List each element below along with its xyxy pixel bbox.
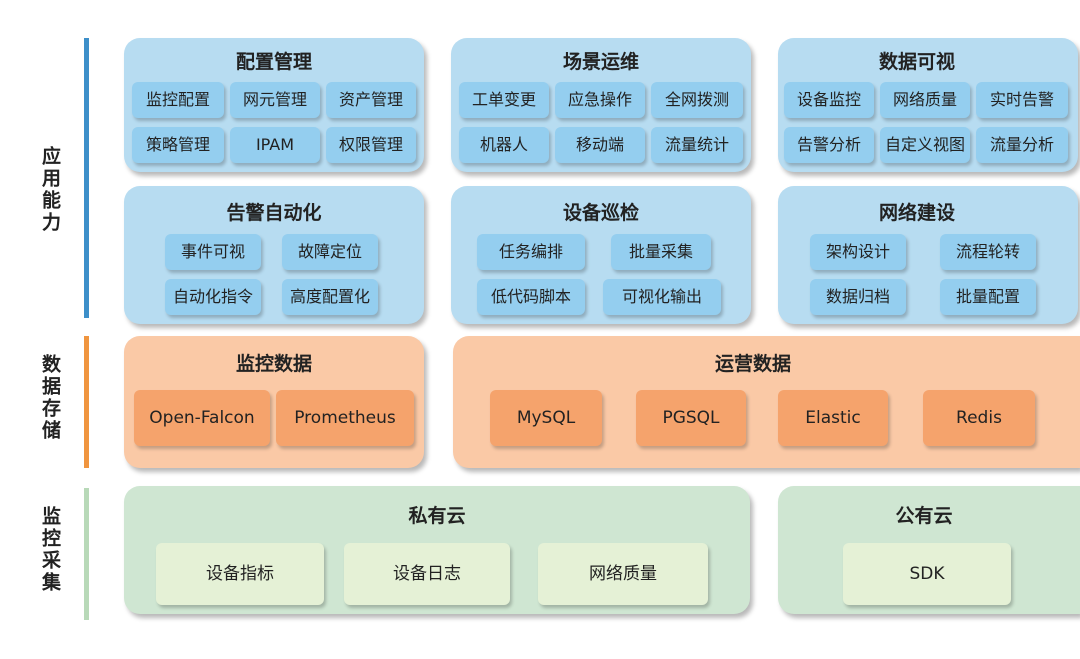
chip-network-probe[interactable]: 全网拨测 — [651, 82, 743, 118]
chip-monitor-config[interactable]: 监控配置 — [132, 82, 224, 118]
chip-architecture-design[interactable]: 架构设计 — [810, 234, 906, 270]
chip-task-orchestration[interactable]: 任务编排 — [477, 234, 585, 270]
panel-title: 公有云 — [895, 505, 953, 527]
chip-alarm-analysis[interactable]: 告警分析 — [784, 127, 874, 163]
chip-traffic-analysis[interactable]: 流量分析 — [976, 127, 1068, 163]
chip-automation-command[interactable]: 自动化指令 — [165, 279, 261, 315]
panel-title: 数据可视 — [878, 51, 955, 73]
chip-batch-collection[interactable]: 批量采集 — [611, 234, 711, 270]
chip-custom-view[interactable]: 自定义视图 — [880, 127, 970, 163]
panel-title: 设备巡检 — [562, 202, 639, 224]
panel-scenario-ops: 场景运维 工单变更 应急操作 全网拨测 机器人 移动端 流量统计 — [451, 38, 751, 172]
chip-mobile[interactable]: 移动端 — [555, 127, 645, 163]
panel-network-construction: 网络建设 架构设计 流程轮转 数据归档 批量配置 — [778, 186, 1078, 324]
chip-pgsql[interactable]: PGSQL — [636, 390, 746, 446]
chip-fault-location[interactable]: 故障定位 — [282, 234, 378, 270]
panel-device-inspection: 设备巡检 任务编排 批量采集 低代码脚本 可视化输出 — [451, 186, 751, 324]
chip-network-quality[interactable]: 网络质量 — [880, 82, 970, 118]
chip-low-code-script[interactable]: 低代码脚本 — [477, 279, 585, 315]
panel-title: 网络建设 — [878, 202, 955, 224]
panel-title: 场景运维 — [562, 51, 639, 73]
panel-config-management: 配置管理 监控配置 网元管理 资产管理 策略管理 IPAM 权限管理 — [124, 38, 424, 172]
panel-title: 配置管理 — [235, 51, 312, 73]
panel-title: 运营数据 — [714, 353, 791, 375]
layer-label-storage: 数据存储 — [39, 354, 61, 442]
panel-monitor-data: 监控数据 Open-Falcon Prometheus — [124, 336, 424, 468]
layer-label-collection: 监控采集 — [39, 506, 61, 594]
chip-network-element[interactable]: 网元管理 — [230, 82, 320, 118]
chip-asset-management[interactable]: 资产管理 — [326, 82, 416, 118]
chip-traffic-stats[interactable]: 流量统计 — [651, 127, 743, 163]
chip-highly-configurable[interactable]: 高度配置化 — [282, 279, 378, 315]
layer-bar-collection — [84, 488, 89, 620]
layer-bar-application — [84, 38, 89, 318]
panel-data-visualization: 数据可视 设备监控 网络质量 实时告警 告警分析 自定义视图 流量分析 — [778, 38, 1078, 172]
chip-emergency-operation[interactable]: 应急操作 — [555, 82, 645, 118]
panel-title: 私有云 — [408, 505, 466, 527]
chip-elastic[interactable]: Elastic — [778, 390, 888, 446]
panel-public-cloud: 公有云 SDK — [778, 486, 1080, 614]
chip-network-quality-collect[interactable]: 网络质量 — [538, 543, 708, 605]
panel-title: 告警自动化 — [226, 202, 322, 224]
chip-sdk[interactable]: SDK — [843, 543, 1011, 605]
chip-event-visual[interactable]: 事件可视 — [165, 234, 261, 270]
panel-private-cloud: 私有云 设备指标 设备日志 网络质量 — [124, 486, 750, 614]
chip-robot[interactable]: 机器人 — [459, 127, 549, 163]
chip-device-metrics[interactable]: 设备指标 — [156, 543, 324, 605]
chip-realtime-alarm[interactable]: 实时告警 — [976, 82, 1068, 118]
chip-ticket-change[interactable]: 工单变更 — [459, 82, 549, 118]
chip-process-rotation[interactable]: 流程轮转 — [940, 234, 1036, 270]
chip-ipam[interactable]: IPAM — [230, 127, 320, 163]
layer-bar-storage — [84, 336, 89, 468]
panel-alarm-automation: 告警自动化 事件可视 故障定位 自动化指令 高度配置化 — [124, 186, 424, 324]
chip-visual-output[interactable]: 可视化输出 — [603, 279, 721, 315]
chip-open-falcon[interactable]: Open-Falcon — [134, 390, 270, 446]
chip-redis[interactable]: Redis — [923, 390, 1035, 446]
chip-prometheus[interactable]: Prometheus — [276, 390, 414, 446]
panel-operations-data: 运营数据 MySQL PGSQL Elastic Redis — [453, 336, 1080, 468]
layer-label-application: 应用能力 — [39, 146, 61, 234]
chip-mysql[interactable]: MySQL — [490, 390, 602, 446]
chip-device-logs[interactable]: 设备日志 — [344, 543, 510, 605]
chip-permission-management[interactable]: 权限管理 — [326, 127, 416, 163]
panel-title: 监控数据 — [235, 353, 312, 375]
chip-device-monitor[interactable]: 设备监控 — [784, 82, 874, 118]
chip-batch-config[interactable]: 批量配置 — [940, 279, 1036, 315]
chip-data-archive[interactable]: 数据归档 — [810, 279, 906, 315]
chip-policy-management[interactable]: 策略管理 — [132, 127, 224, 163]
